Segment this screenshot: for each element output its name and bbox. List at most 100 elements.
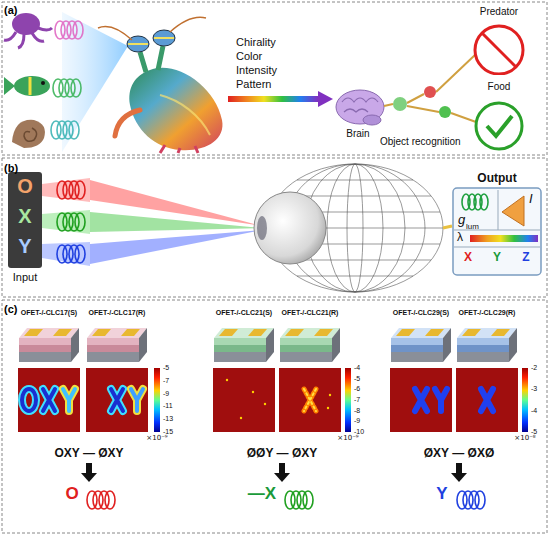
current-heatmap (226, 379, 228, 381)
mantis-shrimp (115, 110, 140, 136)
acceptance-circle-shape (487, 116, 512, 136)
output-letter: Y (493, 251, 501, 265)
result-letter: Y (436, 484, 447, 504)
output-letter: Z (522, 251, 529, 265)
output-letter: X (464, 251, 472, 265)
mantis-shrimp (98, 17, 222, 153)
neuron (424, 86, 436, 98)
rejection-circle-shape (475, 26, 523, 74)
circular-light-icon (87, 491, 485, 509)
ofet-device (391, 328, 451, 362)
current-heatmap (456, 368, 518, 432)
colorbar-tick: -4 (531, 407, 537, 415)
eyeball (254, 192, 326, 264)
current-heatmap (154, 368, 160, 432)
octopus (4, 32, 16, 40)
current-heatmap (456, 368, 518, 432)
circular-light-icon (51, 121, 79, 139)
octopus (32, 33, 44, 41)
current-heatmap (240, 417, 242, 419)
down-arrow (81, 473, 97, 482)
colorbar-tick: -4 (354, 364, 360, 372)
circular-light-icon (87, 491, 115, 509)
current-heatmap (279, 368, 341, 432)
neuron (439, 106, 451, 118)
output-box-shape (480, 194, 488, 210)
current-heatmap (390, 368, 452, 432)
output-box-shape (454, 190, 540, 247)
input-letter: Y (18, 235, 31, 258)
colorbar-tick: -9 (354, 417, 360, 425)
input-letter: O (17, 175, 33, 198)
device-label: OFET-/-CLC17(S) (21, 309, 77, 317)
acceptance-circle-shape (476, 103, 522, 149)
cue-word: Color (236, 50, 262, 63)
down-arrow (456, 463, 462, 473)
brain (363, 115, 381, 125)
logic-expression: ØØY — ØXY (247, 447, 317, 461)
cue-word: Pattern (236, 78, 271, 91)
colorbar-tick: -9 (163, 390, 169, 398)
current-heatmap (481, 389, 493, 411)
current-heatmap (111, 389, 123, 411)
ofet-device (457, 328, 517, 362)
light-beam (90, 212, 262, 232)
colorbar-scale: ×10⁻⁹ (337, 434, 358, 442)
colorbar-tick: -13 (163, 415, 173, 423)
current-heatmap (63, 389, 75, 411)
colorbar-tick: -7 (354, 396, 360, 404)
device-label: OFET-/-CLC21(S) (216, 309, 272, 317)
brain (336, 90, 384, 125)
input-panel (8, 172, 42, 268)
rejection-circle-shape (482, 33, 516, 67)
current-heatmap (264, 403, 266, 405)
symbol-label: I (529, 192, 533, 207)
symbol-label: λ (457, 231, 463, 245)
colorbar-tick: -5 (163, 364, 169, 372)
neuron (384, 54, 476, 122)
current-heatmap (131, 389, 143, 411)
current-heatmap (131, 389, 143, 411)
logic-expression: ØXY — ØXØ (424, 447, 494, 461)
light-beam (42, 242, 90, 266)
current-heatmap (304, 389, 316, 411)
current-heatmap (279, 368, 341, 432)
result-letter: —X (248, 484, 276, 504)
light-beam (42, 178, 262, 266)
panel-frame (2, 300, 547, 533)
colorbar-scale: ×10⁻⁹ (146, 434, 167, 442)
light-beam (57, 245, 85, 263)
octopus (18, 34, 24, 48)
fish (41, 81, 45, 85)
current-heatmap (154, 368, 160, 432)
node-label: Food (488, 81, 511, 93)
rejection-circle: Predator (468, 5, 530, 75)
rainbow-arrow (318, 91, 333, 107)
current-heatmap (18, 368, 80, 432)
down-arrow (86, 463, 92, 473)
down-arrow (81, 463, 467, 482)
light-beam (57, 213, 85, 231)
output-box-shape (453, 188, 541, 275)
panel-tag: (a) (4, 4, 17, 17)
cue-word: Intensity (236, 64, 277, 77)
fish (29, 77, 32, 95)
colorbar-tick: -5 (354, 375, 360, 383)
fish (14, 76, 50, 96)
octopus (4, 13, 52, 48)
rainbow-arrow (228, 96, 318, 102)
device-label: OFET-/-CLC21(R) (282, 309, 339, 317)
mantis-shrimp (128, 38, 174, 44)
colorbar-tick: -7 (163, 377, 169, 385)
colorbar-tick: -6 (354, 385, 360, 393)
current-heatmap (522, 368, 528, 432)
ofet-device (214, 328, 274, 362)
current-heatmap (415, 389, 427, 411)
current-heatmap (329, 394, 331, 396)
output-box-shape (502, 196, 524, 226)
panel-frame (2, 2, 547, 155)
current-heatmap (213, 368, 275, 432)
device-label: OFET-/-CLC29(R) (459, 309, 516, 317)
down-arrow (279, 463, 285, 473)
